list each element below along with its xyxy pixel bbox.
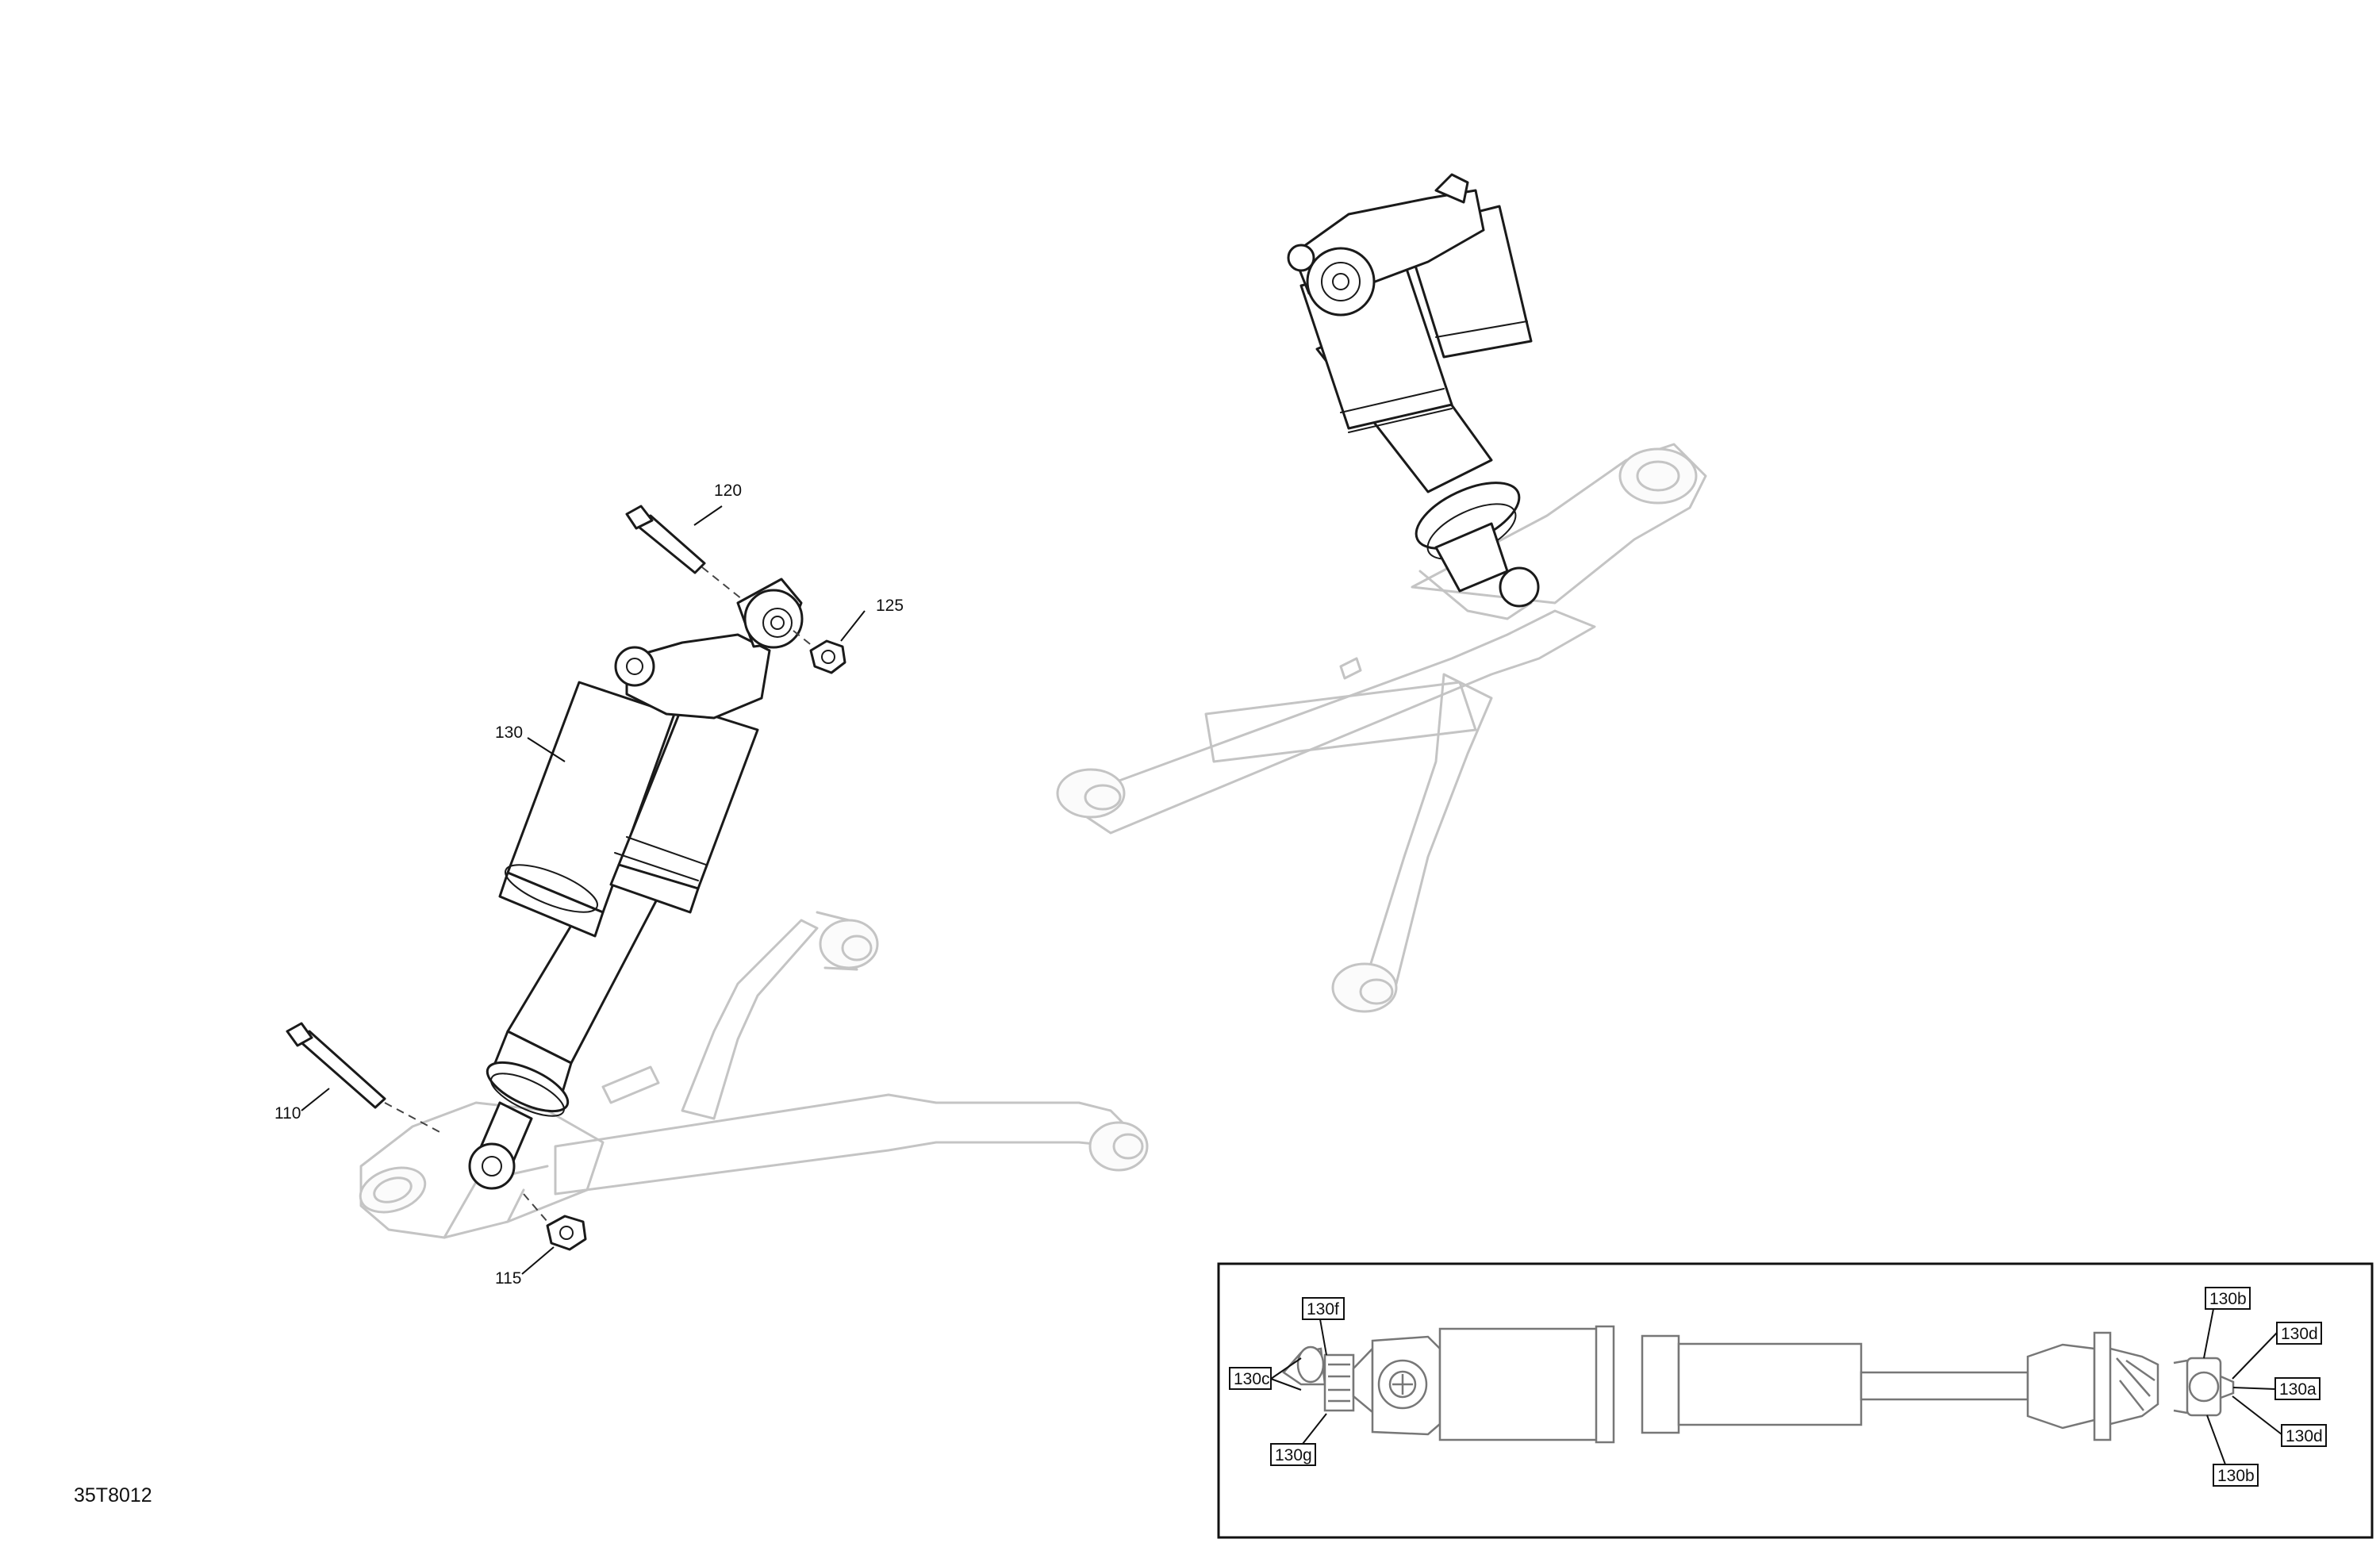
left-a-arm xyxy=(359,911,1149,1239)
svg-text:130g: 130g xyxy=(1275,1446,1312,1464)
svg-text:130c: 130c xyxy=(1234,1370,1270,1388)
detail-callout-130b-top: 130b xyxy=(2205,1287,2251,1310)
detail-callout-130d-top: 130d xyxy=(2276,1322,2322,1345)
right-a-arm xyxy=(1056,443,1707,1013)
drawing-number: 35T8012 xyxy=(74,1484,152,1507)
callout-120: 120 xyxy=(714,482,742,500)
detail-callout-130b-bottom: 130b xyxy=(2213,1464,2259,1487)
callout-115: 115 xyxy=(495,1269,521,1288)
svg-text:130a: 130a xyxy=(2279,1380,2317,1399)
svg-text:130b: 130b xyxy=(2217,1467,2255,1485)
callouts: 120 125 130 110 115 xyxy=(274,482,904,1288)
svg-text:130f: 130f xyxy=(1307,1300,1339,1318)
svg-text:130b: 130b xyxy=(2209,1290,2247,1308)
detail-inset: 130f 130c 130g 130b 130d 130a 130d 130b xyxy=(1217,1262,2374,1539)
svg-text:130d: 130d xyxy=(2286,1427,2323,1445)
detail-callout-130g: 130g xyxy=(1270,1443,1316,1466)
detail-leaders xyxy=(1270,1308,2282,1465)
left-shock-absorber xyxy=(468,578,804,1190)
svg-text:130d: 130d xyxy=(2281,1325,2318,1343)
detail-callout-130a: 130a xyxy=(2274,1377,2320,1400)
detail-shock-side-view xyxy=(1282,1325,2235,1444)
callout-110: 110 xyxy=(274,1104,301,1123)
left-hardware xyxy=(286,505,846,1251)
right-shock-absorber xyxy=(1287,173,1540,608)
detail-callout-130c: 130c xyxy=(1229,1367,1272,1390)
detail-callout-130f: 130f xyxy=(1302,1297,1345,1320)
callout-130: 130 xyxy=(495,724,523,742)
detail-callout-130d-bottom: 130d xyxy=(2281,1424,2327,1447)
callout-125: 125 xyxy=(876,597,904,615)
